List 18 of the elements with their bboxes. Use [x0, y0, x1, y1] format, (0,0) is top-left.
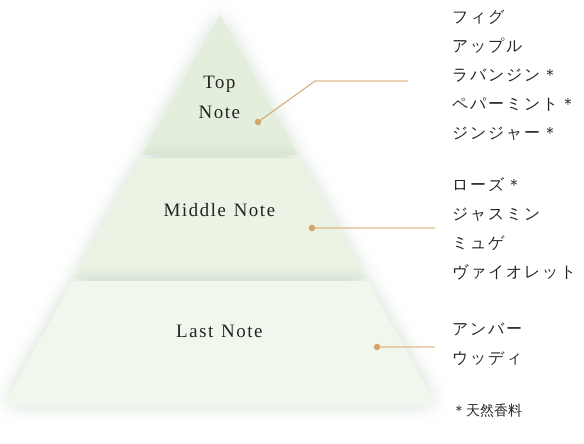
footnote: ＊天然香料 — [452, 402, 522, 420]
ingredient-name: ウッディ — [452, 349, 524, 369]
ingredient-name: ミュゲ — [452, 234, 507, 254]
leader-line — [374, 344, 435, 350]
ingredient-name: ペパーミント＊ — [452, 95, 578, 115]
ingredient-name: アップル — [452, 36, 525, 57]
leader-line — [254, 80, 408, 126]
ingredient-name: ローズ＊ — [452, 176, 525, 196]
ingredient-name: ジャスミン — [452, 205, 543, 225]
tier-label: Middle Note — [162, 199, 278, 223]
ingredient-name: ジンジャー＊ — [452, 124, 561, 144]
tier-label: Last Note — [175, 320, 265, 344]
ingredient-name: フィグ — [452, 8, 507, 28]
leader-line — [308, 224, 435, 232]
ingredient-name: アンバー — [452, 320, 524, 340]
ingredient-name: ヴァイオレット — [452, 263, 578, 283]
tier-label: Top Note — [198, 71, 242, 125]
ingredient-name: ラバンジン＊ — [452, 66, 561, 86]
